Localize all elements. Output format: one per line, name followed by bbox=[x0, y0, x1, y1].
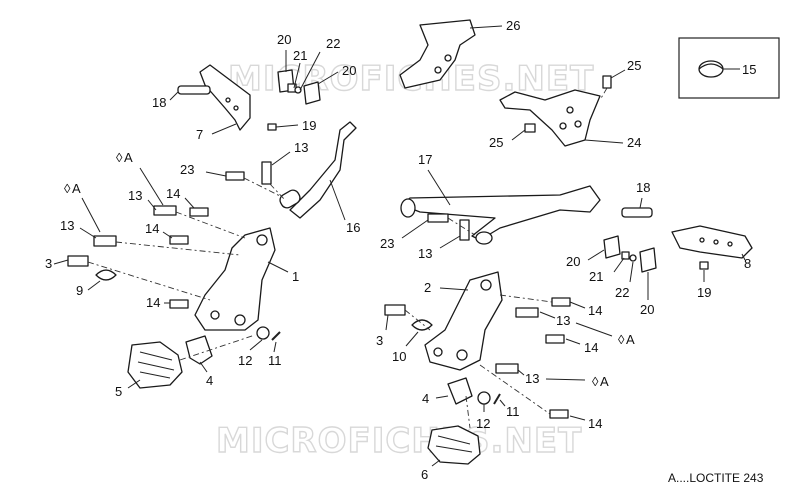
callout-10: 10 bbox=[392, 349, 406, 364]
callout-13-right-top: 13 bbox=[418, 246, 432, 261]
part-16-left-linkage: 16 13 23 bbox=[180, 121, 360, 235]
callout-21-left: 21 bbox=[293, 48, 307, 63]
callout-14-left-c: 14 bbox=[146, 295, 160, 310]
callout-14-left-b: 14 bbox=[145, 221, 159, 236]
callout-13-right-low: 13 bbox=[525, 371, 539, 386]
drop-icon: ◊ bbox=[64, 181, 71, 196]
callout-23-right: 23 bbox=[380, 236, 394, 251]
loctite-mark-left-1: A bbox=[124, 150, 133, 165]
callout-3-left: 3 bbox=[45, 256, 52, 271]
callout-25-bottom: 25 bbox=[489, 135, 503, 150]
callout-18-right: 18 bbox=[636, 180, 650, 195]
callout-6: 6 bbox=[421, 467, 428, 482]
callout-13-right-mid: 13 bbox=[556, 313, 570, 328]
callout-15: 15 bbox=[742, 62, 756, 77]
callout-25-top: 25 bbox=[627, 58, 641, 73]
callout-22-right: 22 bbox=[615, 285, 629, 300]
callout-19-right: 19 bbox=[697, 285, 711, 300]
callout-24: 24 bbox=[627, 135, 641, 150]
callout-8: 8 bbox=[744, 256, 751, 271]
callout-2: 2 bbox=[424, 280, 431, 295]
part-1-left-bracket: 1 bbox=[194, 227, 299, 331]
callout-9: 9 bbox=[76, 283, 83, 298]
part-5-left-footpeg: 5 4 12 11 bbox=[115, 326, 282, 399]
loctite-mark-right-2: A bbox=[600, 374, 609, 389]
callout-14-right-c: 14 bbox=[588, 416, 602, 431]
part-15-inset: 15 bbox=[678, 37, 780, 99]
watermark-bottom: MICROFICHES.NET bbox=[216, 421, 582, 461]
callout-12-left: 12 bbox=[238, 353, 252, 368]
left-fasteners: A ◊ 13 14 14 A ◊ 13 3 9 14 bbox=[45, 150, 246, 310]
callout-14-right-b: 14 bbox=[584, 340, 598, 355]
drop-icon: ◊ bbox=[592, 374, 599, 389]
callout-23-left: 23 bbox=[180, 162, 194, 177]
callout-22-left: 22 bbox=[326, 36, 340, 51]
callout-11-right: 11 bbox=[506, 404, 520, 419]
drop-icon: ◊ bbox=[116, 150, 123, 165]
callout-16: 16 bbox=[346, 220, 360, 235]
callout-21-right: 21 bbox=[589, 269, 603, 284]
callout-20-left-a: 20 bbox=[277, 32, 291, 47]
callout-3-right: 3 bbox=[376, 333, 383, 348]
part-17-right-linkage: 17 23 13 bbox=[380, 152, 601, 261]
right-fasteners: 14 13 ◊ A 14 3 10 13 ◊ A 14 bbox=[376, 294, 635, 431]
callout-13-left-mid: 13 bbox=[128, 188, 142, 203]
callout-26: 26 bbox=[506, 18, 520, 33]
callout-20-right-b: 20 bbox=[640, 302, 654, 317]
callout-20-left-b: 20 bbox=[342, 63, 356, 78]
callout-17: 17 bbox=[418, 152, 432, 167]
callout-14-left-a: 14 bbox=[166, 186, 180, 201]
loctite-mark-left-2: A bbox=[72, 181, 81, 196]
drop-icon: ◊ bbox=[618, 332, 625, 347]
callout-19-left: 19 bbox=[302, 118, 316, 133]
loctite-legend: A....LOCTITE 243 bbox=[668, 471, 764, 485]
callout-4-right: 4 bbox=[422, 391, 429, 406]
callout-20-right-a: 20 bbox=[566, 254, 580, 269]
part-7-rear-footpeg: 7 18 19 20 21 22 20 bbox=[152, 32, 356, 142]
part-26-bracket: 26 bbox=[399, 18, 520, 89]
loctite-mark-right-1: A bbox=[626, 332, 635, 347]
callout-4-left: 4 bbox=[206, 373, 213, 388]
part-24-plate: 24 25 25 bbox=[489, 58, 641, 150]
callout-7: 7 bbox=[196, 127, 203, 142]
callout-13-left-low: 13 bbox=[60, 218, 74, 233]
callout-14-right-a: 14 bbox=[588, 303, 602, 318]
part-6-right-footpeg: 6 4 12 11 bbox=[421, 377, 520, 482]
callout-12-right: 12 bbox=[476, 416, 490, 431]
callout-5: 5 bbox=[115, 384, 122, 399]
callout-18-left: 18 bbox=[152, 95, 166, 110]
callout-13-top-left: 13 bbox=[294, 140, 308, 155]
callout-11-left: 11 bbox=[268, 353, 282, 368]
callout-1: 1 bbox=[292, 269, 299, 284]
part-8-right-rear-footpeg: 8 18 19 20 21 22 20 bbox=[566, 180, 753, 317]
part-2-right-bracket: 2 bbox=[424, 271, 503, 371]
